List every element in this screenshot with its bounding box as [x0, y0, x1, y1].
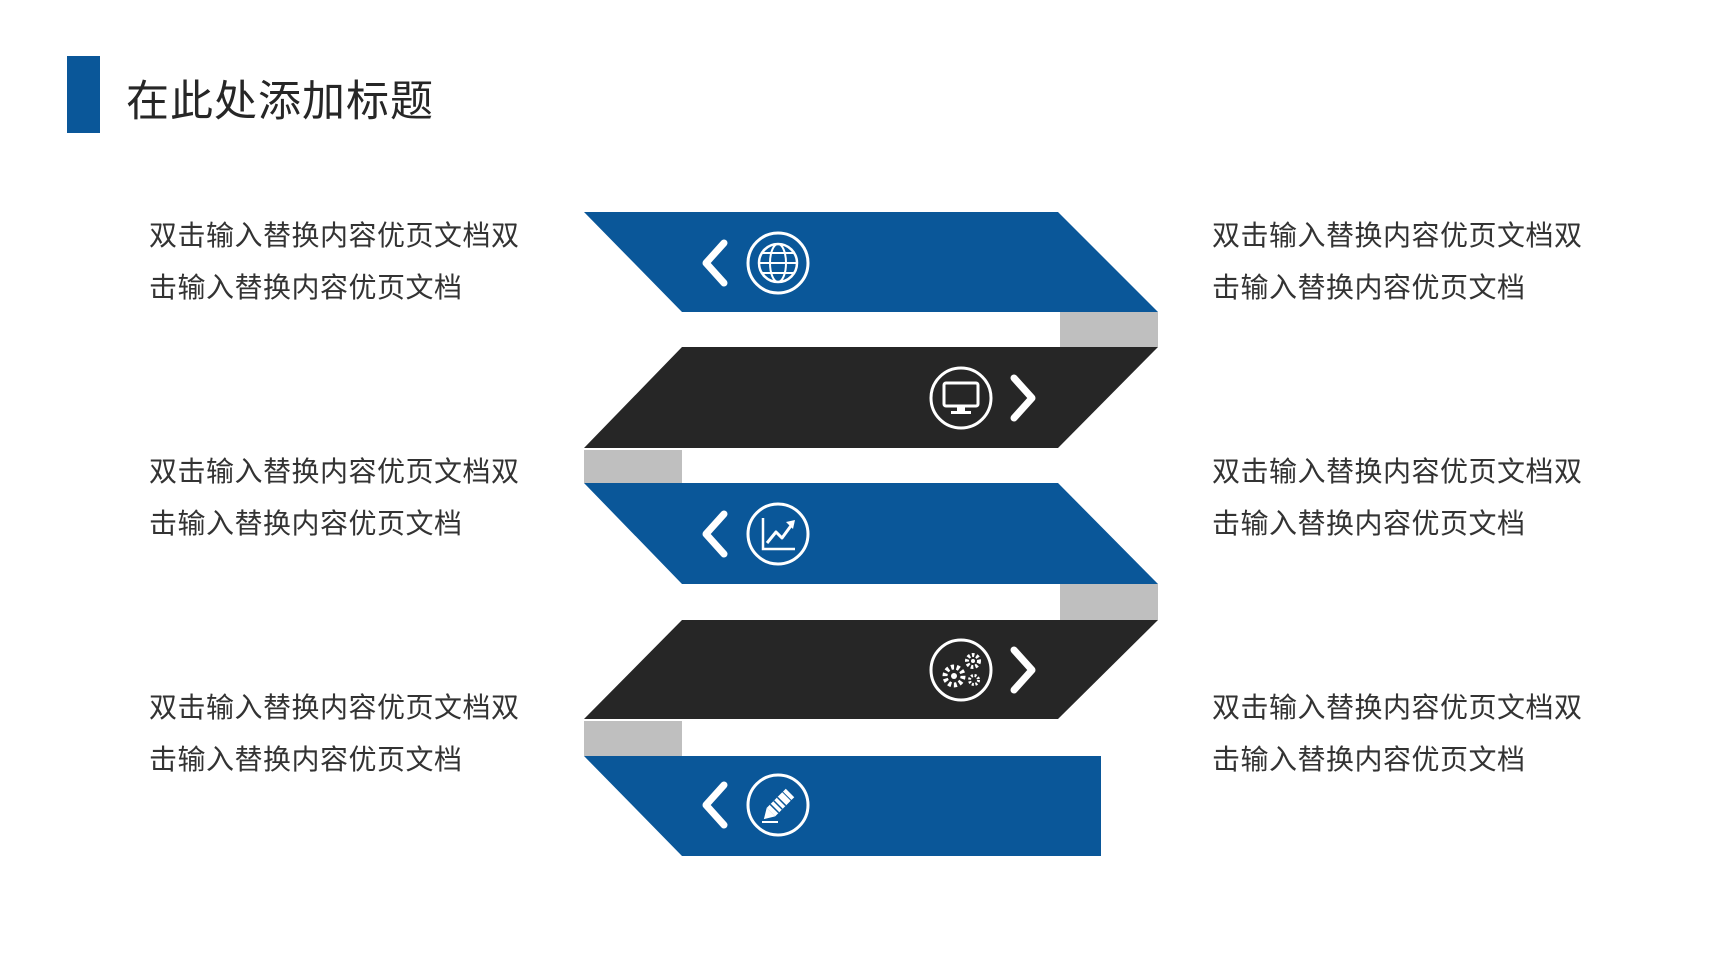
text-line: 双击输入替换内容优页文档双 [149, 691, 520, 724]
chevron-right-icon [1010, 374, 1036, 422]
chevron-left-icon [702, 239, 728, 287]
text-line: 双击输入替换内容优页文档双 [149, 455, 520, 488]
monitor-icon [929, 366, 993, 430]
text-line: 击输入替换内容优页文档 [1212, 507, 1526, 540]
text-block-left-3: 双击输入替换内容优页文档双 击输入替换内容优页文档 [149, 682, 549, 786]
ribbon-band-2 [584, 347, 1158, 448]
text-line: 击输入替换内容优页文档 [149, 271, 463, 304]
text-line: 双击输入替换内容优页文档双 [1212, 455, 1583, 488]
chart-trend-icon [746, 502, 810, 566]
text-line: 双击输入替换内容优页文档双 [149, 219, 520, 252]
text-block-right-3: 双击输入替换内容优页文档双 击输入替换内容优页文档 [1212, 682, 1612, 786]
ribbon-band-3 [584, 483, 1158, 584]
text-line: 双击输入替换内容优页文档双 [1212, 691, 1583, 724]
page-title: 在此处添加标题 [126, 77, 434, 127]
text-block-left-1: 双击输入替换内容优页文档双 击输入替换内容优页文档 [149, 210, 549, 314]
text-line: 双击输入替换内容优页文档双 [1212, 219, 1583, 252]
ribbon-fold [1060, 312, 1158, 347]
ribbon-fold [584, 721, 682, 756]
text-block-left-2: 双击输入替换内容优页文档双 击输入替换内容优页文档 [149, 446, 549, 550]
ribbon-band-4 [584, 620, 1158, 719]
text-line: 击输入替换内容优页文档 [1212, 271, 1526, 304]
title-accent-bar [67, 56, 100, 133]
ribbon-fold [1060, 584, 1158, 620]
text-line: 击输入替换内容优页文档 [149, 743, 463, 776]
text-line: 击输入替换内容优页文档 [1212, 743, 1526, 776]
gears-icon [929, 638, 993, 702]
chevron-right-icon [1010, 646, 1036, 694]
chevron-left-icon [702, 781, 728, 829]
ribbon-band-1 [584, 212, 1158, 312]
chevron-left-icon [702, 510, 728, 558]
globe-icon [746, 231, 810, 295]
pencil-icon [746, 773, 810, 837]
text-block-right-2: 双击输入替换内容优页文档双 击输入替换内容优页文档 [1212, 446, 1612, 550]
text-block-right-1: 双击输入替换内容优页文档双 击输入替换内容优页文档 [1212, 210, 1612, 314]
ribbon-band-5 [584, 756, 1101, 856]
ribbon-fold [584, 450, 682, 483]
text-line: 击输入替换内容优页文档 [149, 507, 463, 540]
